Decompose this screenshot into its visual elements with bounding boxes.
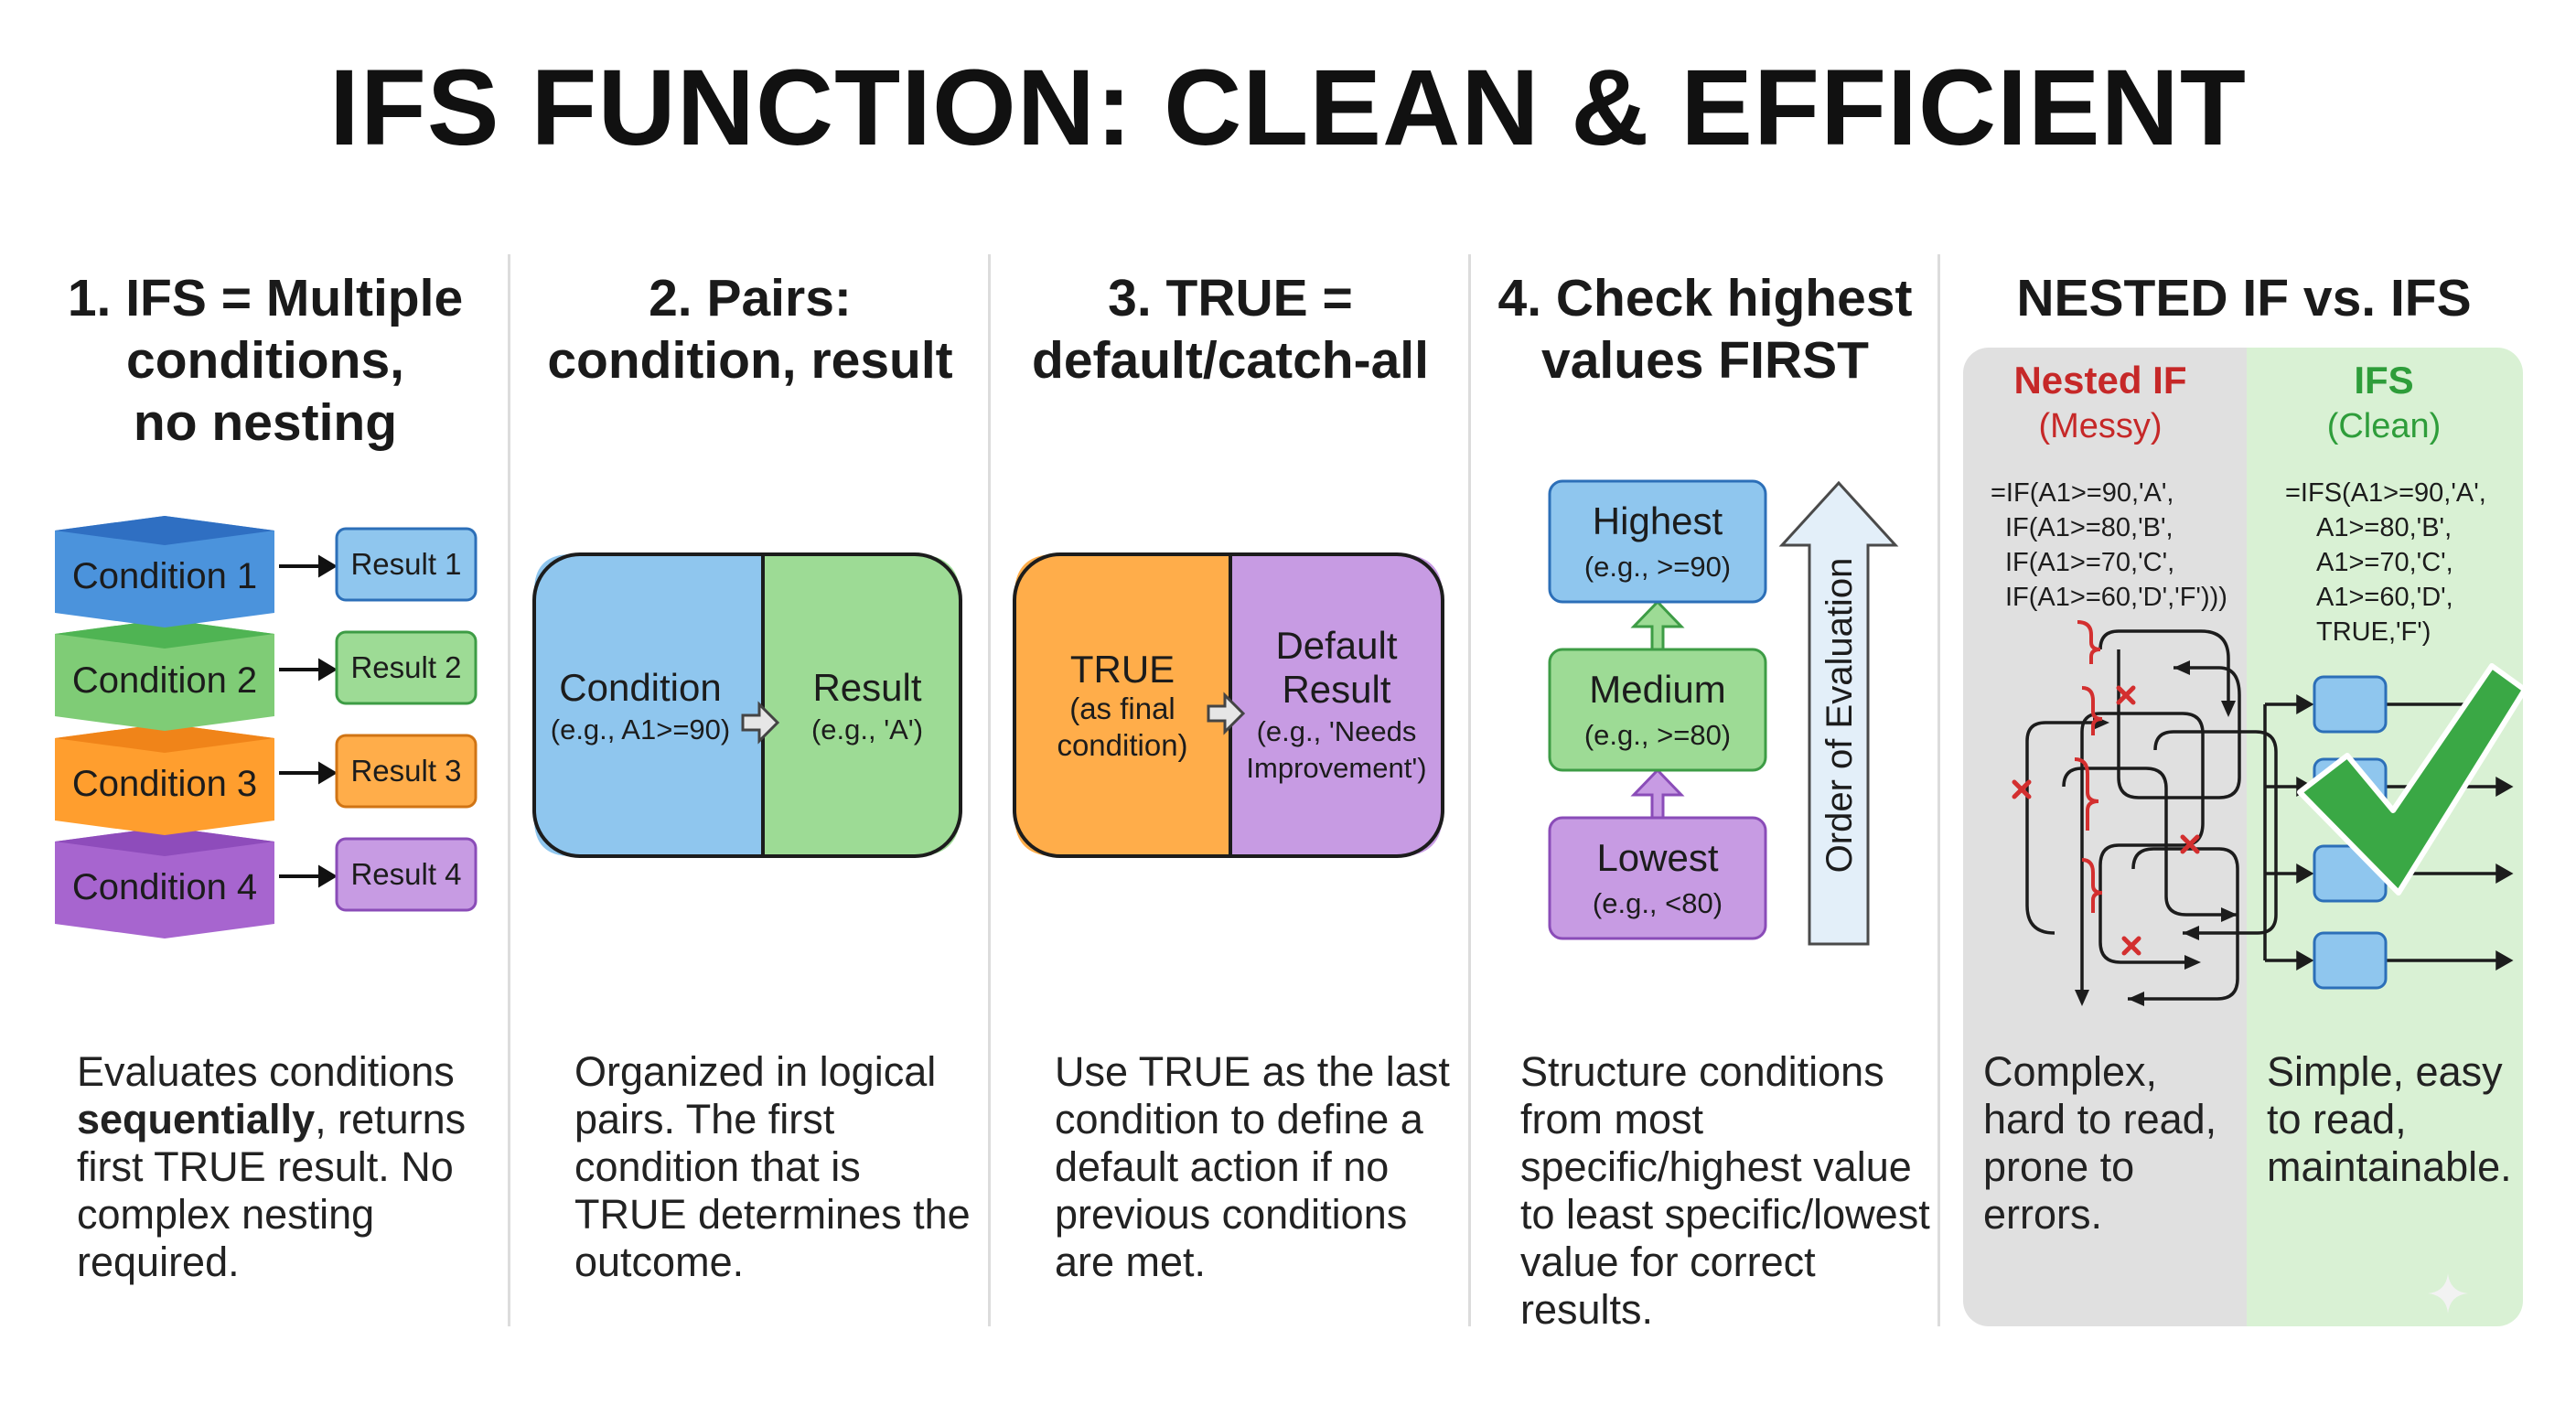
result-4-label: Result 4 bbox=[350, 857, 461, 891]
sparkle-icon bbox=[2428, 1273, 2468, 1314]
true-note-line-1: (as final bbox=[1069, 692, 1175, 725]
condition-3-block: Condition 3 bbox=[55, 724, 274, 835]
page-title: IFS FUNCTION: CLEAN & EFFICIENT bbox=[329, 48, 2247, 168]
column-description: Use TRUE as the last condition to define… bbox=[1055, 1048, 1450, 1285]
order-of-evaluation-arrow: Order of Evaluation bbox=[1778, 480, 1899, 946]
highest-box: Highest (e.g., >=90) bbox=[1548, 479, 1767, 604]
pair-diagram: Condition (e.g., A1>=90) Result (e.g., '… bbox=[532, 552, 962, 858]
tangled-logic-icon bbox=[2025, 629, 2278, 1001]
condition-2-block: Condition 2 bbox=[55, 619, 274, 731]
default-pair-diagram: TRUE (as final condition) Default Result… bbox=[1013, 552, 1444, 858]
column-title: 1. IFS = Multiple conditions, no nesting bbox=[67, 269, 464, 452]
column-nested-vs-ifs: NESTED IF vs. IFS bbox=[1942, 247, 2576, 1335]
condition-label: Condition bbox=[559, 666, 721, 709]
result-1-box: Result 1 bbox=[335, 527, 478, 602]
column-title: 3. TRUE = default/catch-all bbox=[1032, 269, 1429, 390]
column-title: 2. Pairs: condition, result bbox=[547, 269, 953, 390]
nested-if-description: Complex, hard to read, prone to errors. bbox=[1983, 1048, 2217, 1238]
ifs-description: Simple, easy to read, maintainable. bbox=[2267, 1048, 2512, 1190]
column-description: Evaluates conditions sequentially, retur… bbox=[77, 1048, 467, 1285]
nested-if-subheading: (Messy) bbox=[2038, 407, 2162, 445]
result-1-label: Result 1 bbox=[350, 547, 461, 581]
condition-result-arrows bbox=[279, 554, 338, 888]
level-label: Medium bbox=[1589, 668, 1725, 711]
column-divider bbox=[1937, 254, 1940, 1326]
default-result-example-1: (e.g., 'Needs bbox=[1257, 715, 1417, 747]
ifs-code-line: A1>=70,'C', bbox=[2316, 548, 2453, 577]
ifs-code-line: TRUE,'F') bbox=[2316, 617, 2431, 647]
column-description: Structure conditions from most specific/… bbox=[1520, 1048, 1930, 1333]
ifs-heading: IFS bbox=[2354, 359, 2413, 402]
condition-1-block: Condition 1 bbox=[55, 516, 274, 627]
result-label: Result bbox=[812, 666, 921, 709]
nested-code-line: IF(A1>=80,'B', bbox=[2005, 513, 2174, 542]
condition-4-block: Condition 4 bbox=[55, 827, 274, 938]
level-label: Lowest bbox=[1596, 836, 1718, 879]
up-arrow-icon bbox=[1630, 767, 1685, 820]
ifs-code-line: A1>=60,'D', bbox=[2316, 583, 2453, 612]
column-description: Organized in logical pairs. The first co… bbox=[574, 1048, 971, 1285]
evaluation-order-diagram: Highest (e.g., >=90) Medium (e.g., >=80)… bbox=[1548, 479, 1899, 946]
medium-box: Medium (e.g., >=80) bbox=[1548, 648, 1767, 772]
column-pairs: 2. Pairs: condition, result Condition (e… bbox=[512, 247, 988, 1335]
nested-code-line: IF(A1>=70,'C', bbox=[2005, 548, 2174, 577]
conditions-stack-diagram: Condition 4 Condition 3 Condition 2 Cond… bbox=[55, 516, 478, 938]
nested-code-line: IF(A1>=60,'D','F'))) bbox=[2005, 583, 2227, 612]
default-result-label-2: Result bbox=[1282, 668, 1390, 711]
ifs-subheading: (Clean) bbox=[2327, 407, 2442, 445]
condition-3-label: Condition 3 bbox=[72, 764, 257, 804]
ifs-code-line: A1>=80,'B', bbox=[2316, 513, 2452, 542]
up-arrow-icon bbox=[1630, 599, 1685, 651]
condition-2-label: Condition 2 bbox=[72, 660, 257, 701]
column-divider bbox=[988, 254, 991, 1326]
error-x-icon bbox=[2012, 685, 2200, 956]
level-example: (e.g., <80) bbox=[1593, 887, 1723, 919]
ifs-code-line: =IFS(A1>=90,'A', bbox=[2285, 478, 2486, 508]
lowest-box: Lowest (e.g., <80) bbox=[1548, 816, 1767, 940]
column-divider bbox=[508, 254, 510, 1326]
nested-code-line: =IF(A1>=90,'A', bbox=[1991, 478, 2174, 508]
condition-4-label: Condition 4 bbox=[72, 867, 257, 907]
level-example: (e.g., >=90) bbox=[1584, 551, 1731, 583]
default-result-example-2: Improvement') bbox=[1246, 752, 1426, 784]
order-of-evaluation-label: Order of Evaluation bbox=[1819, 558, 1860, 874]
bracket-icon bbox=[2074, 620, 2103, 913]
column-title: NESTED IF vs. IFS bbox=[2016, 269, 2472, 327]
true-label: TRUE bbox=[1070, 648, 1175, 691]
checkmark-icon bbox=[2297, 663, 2523, 896]
result-2-box: Result 2 bbox=[335, 630, 478, 705]
result-example: (e.g., 'A') bbox=[811, 713, 923, 745]
column-true-default: 3. TRUE = default/catch-all TRUE (as fin… bbox=[993, 247, 1468, 1335]
pair-arrow-icon bbox=[1207, 692, 1246, 735]
default-result-label-1: Default bbox=[1275, 624, 1397, 667]
nested-if-heading: Nested IF bbox=[2013, 359, 2186, 402]
result-3-label: Result 3 bbox=[350, 754, 461, 788]
column-multiple-conditions: 1. IFS = Multiple conditions, no nesting… bbox=[18, 247, 512, 1335]
level-label: Highest bbox=[1593, 499, 1723, 542]
condition-example: (e.g., A1>=90) bbox=[551, 713, 730, 745]
result-2-label: Result 2 bbox=[350, 650, 461, 684]
result-4-box: Result 4 bbox=[335, 837, 478, 912]
true-note-line-2: condition) bbox=[1057, 728, 1187, 762]
result-3-box: Result 3 bbox=[335, 734, 478, 809]
column-divider bbox=[1468, 254, 1471, 1326]
level-example: (e.g., >=80) bbox=[1584, 719, 1731, 751]
nested-vs-ifs-diagram: Nested IF (Messy) =IF(A1>=90,'A', IF(A1>… bbox=[1991, 359, 2523, 1006]
condition-1-label: Condition 1 bbox=[72, 556, 257, 596]
pair-arrow-icon bbox=[741, 701, 780, 745]
column-highest-first: 4. Check highest values FIRST Highest (e… bbox=[1473, 247, 1937, 1335]
column-title: 4. Check highest values FIRST bbox=[1497, 269, 1913, 390]
